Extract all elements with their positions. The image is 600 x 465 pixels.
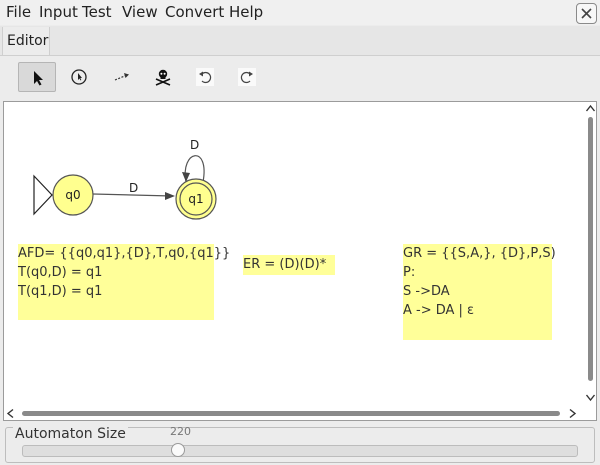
transition-q1-q1-arrowhead (182, 172, 190, 182)
automaton-size-slider-thumb[interactable] (171, 443, 185, 457)
undo-button[interactable] (186, 62, 224, 92)
skull-crossbones-icon (155, 69, 171, 86)
automaton-size-slider[interactable] (22, 445, 578, 457)
automaton-size-panel: Automaton Size 220 (5, 425, 595, 463)
tab-editor-label: Editor (7, 33, 49, 49)
note-gr-line: P: (403, 265, 416, 280)
tab-bar: Editor (0, 26, 600, 56)
note-afd-line: AFD= {{q0,q1},{D},T,q0,{q1}} (18, 246, 231, 261)
toolbar (0, 56, 600, 98)
transition-q1-q1[interactable] (184, 155, 205, 183)
automaton-size-value: 220 (170, 425, 191, 438)
attribute-editor-tool[interactable] (18, 62, 56, 92)
menu-convert[interactable]: Convert (165, 3, 225, 21)
menu-test[interactable]: Test (82, 3, 112, 21)
automaton-size-label: Automaton Size (13, 426, 128, 442)
menu-file[interactable]: File (6, 3, 32, 21)
transition-q0-q1-label: D (129, 181, 138, 195)
note-gr-line: S ->DA (403, 284, 450, 299)
transition-creator-tool[interactable] (103, 62, 141, 92)
undo-icon (196, 68, 214, 86)
state-q0[interactable]: q0 (52, 174, 94, 216)
state-q0-label: q0 (65, 188, 80, 202)
note-gr-line: GR = {{S,A,}, {D},P,S) (403, 246, 556, 261)
state-q1-label: q1 (188, 192, 203, 206)
vertical-scroll-thumb[interactable] (588, 117, 593, 381)
state-creator-tool[interactable] (60, 62, 98, 92)
horizontal-scrollbar[interactable] (4, 407, 585, 420)
redo-button[interactable] (228, 62, 266, 92)
transition-q0-q1-arrowhead (165, 192, 175, 200)
close-button[interactable] (576, 3, 597, 24)
state-circle-icon (71, 69, 87, 85)
menu-input[interactable]: Input (39, 3, 78, 21)
redo-icon (238, 68, 256, 86)
scroll-left-icon[interactable] (6, 408, 14, 419)
automaton-diagram[interactable]: D D q0 q1 (4, 102, 584, 402)
vertical-scrollbar[interactable] (585, 103, 596, 406)
initial-state-marker (33, 174, 53, 216)
scroll-up-icon[interactable] (585, 104, 596, 112)
note-gr-line: A -> DA | ε (403, 303, 475, 318)
transition-q0-q1[interactable] (92, 193, 173, 197)
editor-canvas[interactable]: D D q0 q1 AFD= {{q0,q1},{D},T,q0,{q1}} T… (3, 101, 597, 421)
note-gr[interactable]: GR = {{S,A,}, {D},P,S) P: S ->DA A -> DA… (403, 244, 556, 340)
scroll-down-icon[interactable] (585, 394, 596, 402)
state-q1[interactable]: q1 (175, 178, 217, 220)
note-afd[interactable]: AFD= {{q0,q1},{D},T,q0,{q1}} T(q0,D) = q… (18, 244, 231, 320)
arrow-pointer-icon (34, 71, 43, 86)
close-icon (581, 8, 592, 19)
note-afd-line: T(q1,D) = q1 (18, 284, 103, 299)
deleter-tool[interactable] (144, 62, 182, 92)
note-afd-line: T(q0,D) = q1 (18, 265, 103, 280)
note-er[interactable]: ER = (D)(D)* (243, 255, 335, 275)
note-er-line: ER = (D)(D)* (243, 257, 327, 272)
scroll-right-icon[interactable] (569, 408, 577, 419)
tab-editor[interactable]: Editor (2, 27, 50, 55)
menu-bar: File Input Test View Convert Help (0, 0, 600, 25)
horizontal-scroll-thumb[interactable] (22, 411, 560, 416)
transition-q1-q1-label: D (190, 138, 199, 152)
transition-arrow-icon (114, 73, 129, 81)
menu-view[interactable]: View (122, 3, 158, 21)
menu-help[interactable]: Help (229, 3, 264, 21)
